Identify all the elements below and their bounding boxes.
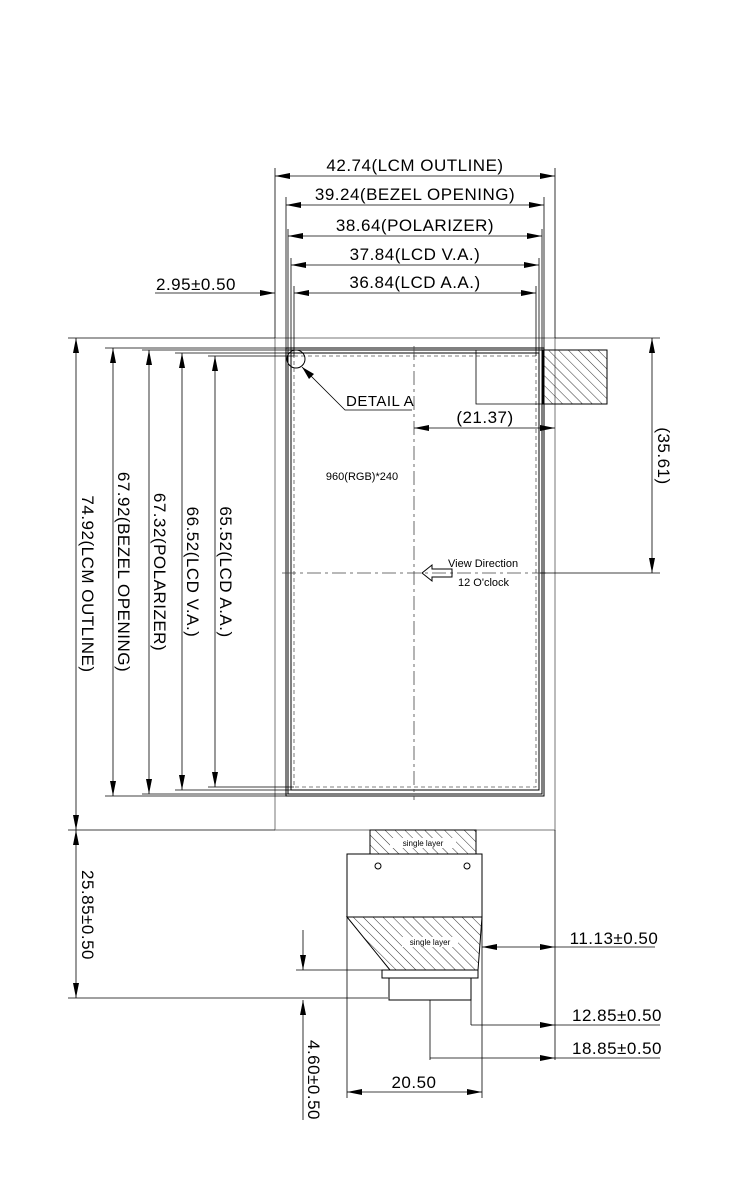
detail-a-label: DETAIL A <box>346 393 414 410</box>
dim-lcm-outline-h: 74.92(LCM OUTLINE) <box>78 495 97 672</box>
dim-bezel-opening-w: 39.24(BEZEL OPENING) <box>315 185 515 204</box>
tab-leader <box>475 350 543 405</box>
dim-lcd-aa-h: 65.52(LCD A.A.) <box>216 506 235 637</box>
fpc-stiffener <box>381 969 479 979</box>
fpc-layer-bottom-label: single layer <box>410 938 451 947</box>
polarizer <box>287 349 543 795</box>
fpc-lower-label-bg <box>402 937 458 947</box>
panel-labels: DETAIL A 960(RGB)*240 View Direction 12 … <box>301 366 518 589</box>
fpc-hole-left <box>374 862 382 870</box>
dim-half-height: (35.61) <box>654 427 673 484</box>
dim-lcd-va-w: 37.84(LCD V.A.) <box>350 245 481 264</box>
dim-polarizer-h: 67.32(POLARIZER) <box>150 493 169 651</box>
fpc-layer-top-label: single layer <box>403 839 444 848</box>
lcd-aa <box>293 355 537 788</box>
dim-fpc-tail: 4.60±0.50 <box>304 1040 323 1120</box>
detail-a-circle <box>286 349 306 369</box>
dim-fpc-offset-2: 12.85±0.50 <box>572 1006 662 1025</box>
fpc-contact <box>388 977 472 1001</box>
dim-fpc-length: 25.85±0.50 <box>78 870 97 960</box>
dim-lcd-va-h: 66.52(LCD V.A.) <box>183 507 202 638</box>
fpc-assembly: single layer single layer 11.13±0.50 12.… <box>296 829 662 1120</box>
dim-fpc-offset-1: 11.13±0.50 <box>570 929 659 948</box>
dim-half-width: (21.37) <box>456 408 513 427</box>
right-dimensions: (35.61) (21.37) <box>414 337 673 1060</box>
view-direction-clock: 12 O'clock <box>458 577 510 589</box>
dim-lcm-outline-w: 42.74(LCM OUTLINE) <box>326 156 503 175</box>
bezel-opening <box>285 347 545 797</box>
left-dimensions: 74.92(LCM OUTLINE) 67.92(BEZEL OPENING) … <box>68 337 388 999</box>
hatched-tab <box>542 349 608 405</box>
fpc-upper-label-bg <box>390 838 456 848</box>
dim-fpc-width: 20.50 <box>391 1073 436 1092</box>
dim-polarizer-w: 38.64(POLARIZER) <box>336 216 494 235</box>
dim-bezel-opening-h: 67.92(BEZEL OPENING) <box>114 472 133 672</box>
view-direction-label: View Direction <box>448 558 518 570</box>
fpc-body <box>346 853 483 918</box>
resolution-label: 960(RGB)*240 <box>326 471 398 483</box>
detail-a-leader <box>301 366 412 411</box>
dim-fpc-offset-3: 18.85±0.50 <box>572 1039 662 1058</box>
dim-lcd-aa-w: 36.84(LCD A.A.) <box>349 273 480 292</box>
dim-offset-left: 2.95±0.50 <box>156 275 236 294</box>
view-direction-arrow <box>421 563 453 583</box>
module-outlines <box>274 337 608 831</box>
fpc-hole-right <box>463 862 471 870</box>
top-dimensions: 42.74(LCM OUTLINE) 39.24(BEZEL OPENING) … <box>155 156 556 356</box>
lcd-va <box>290 352 540 791</box>
